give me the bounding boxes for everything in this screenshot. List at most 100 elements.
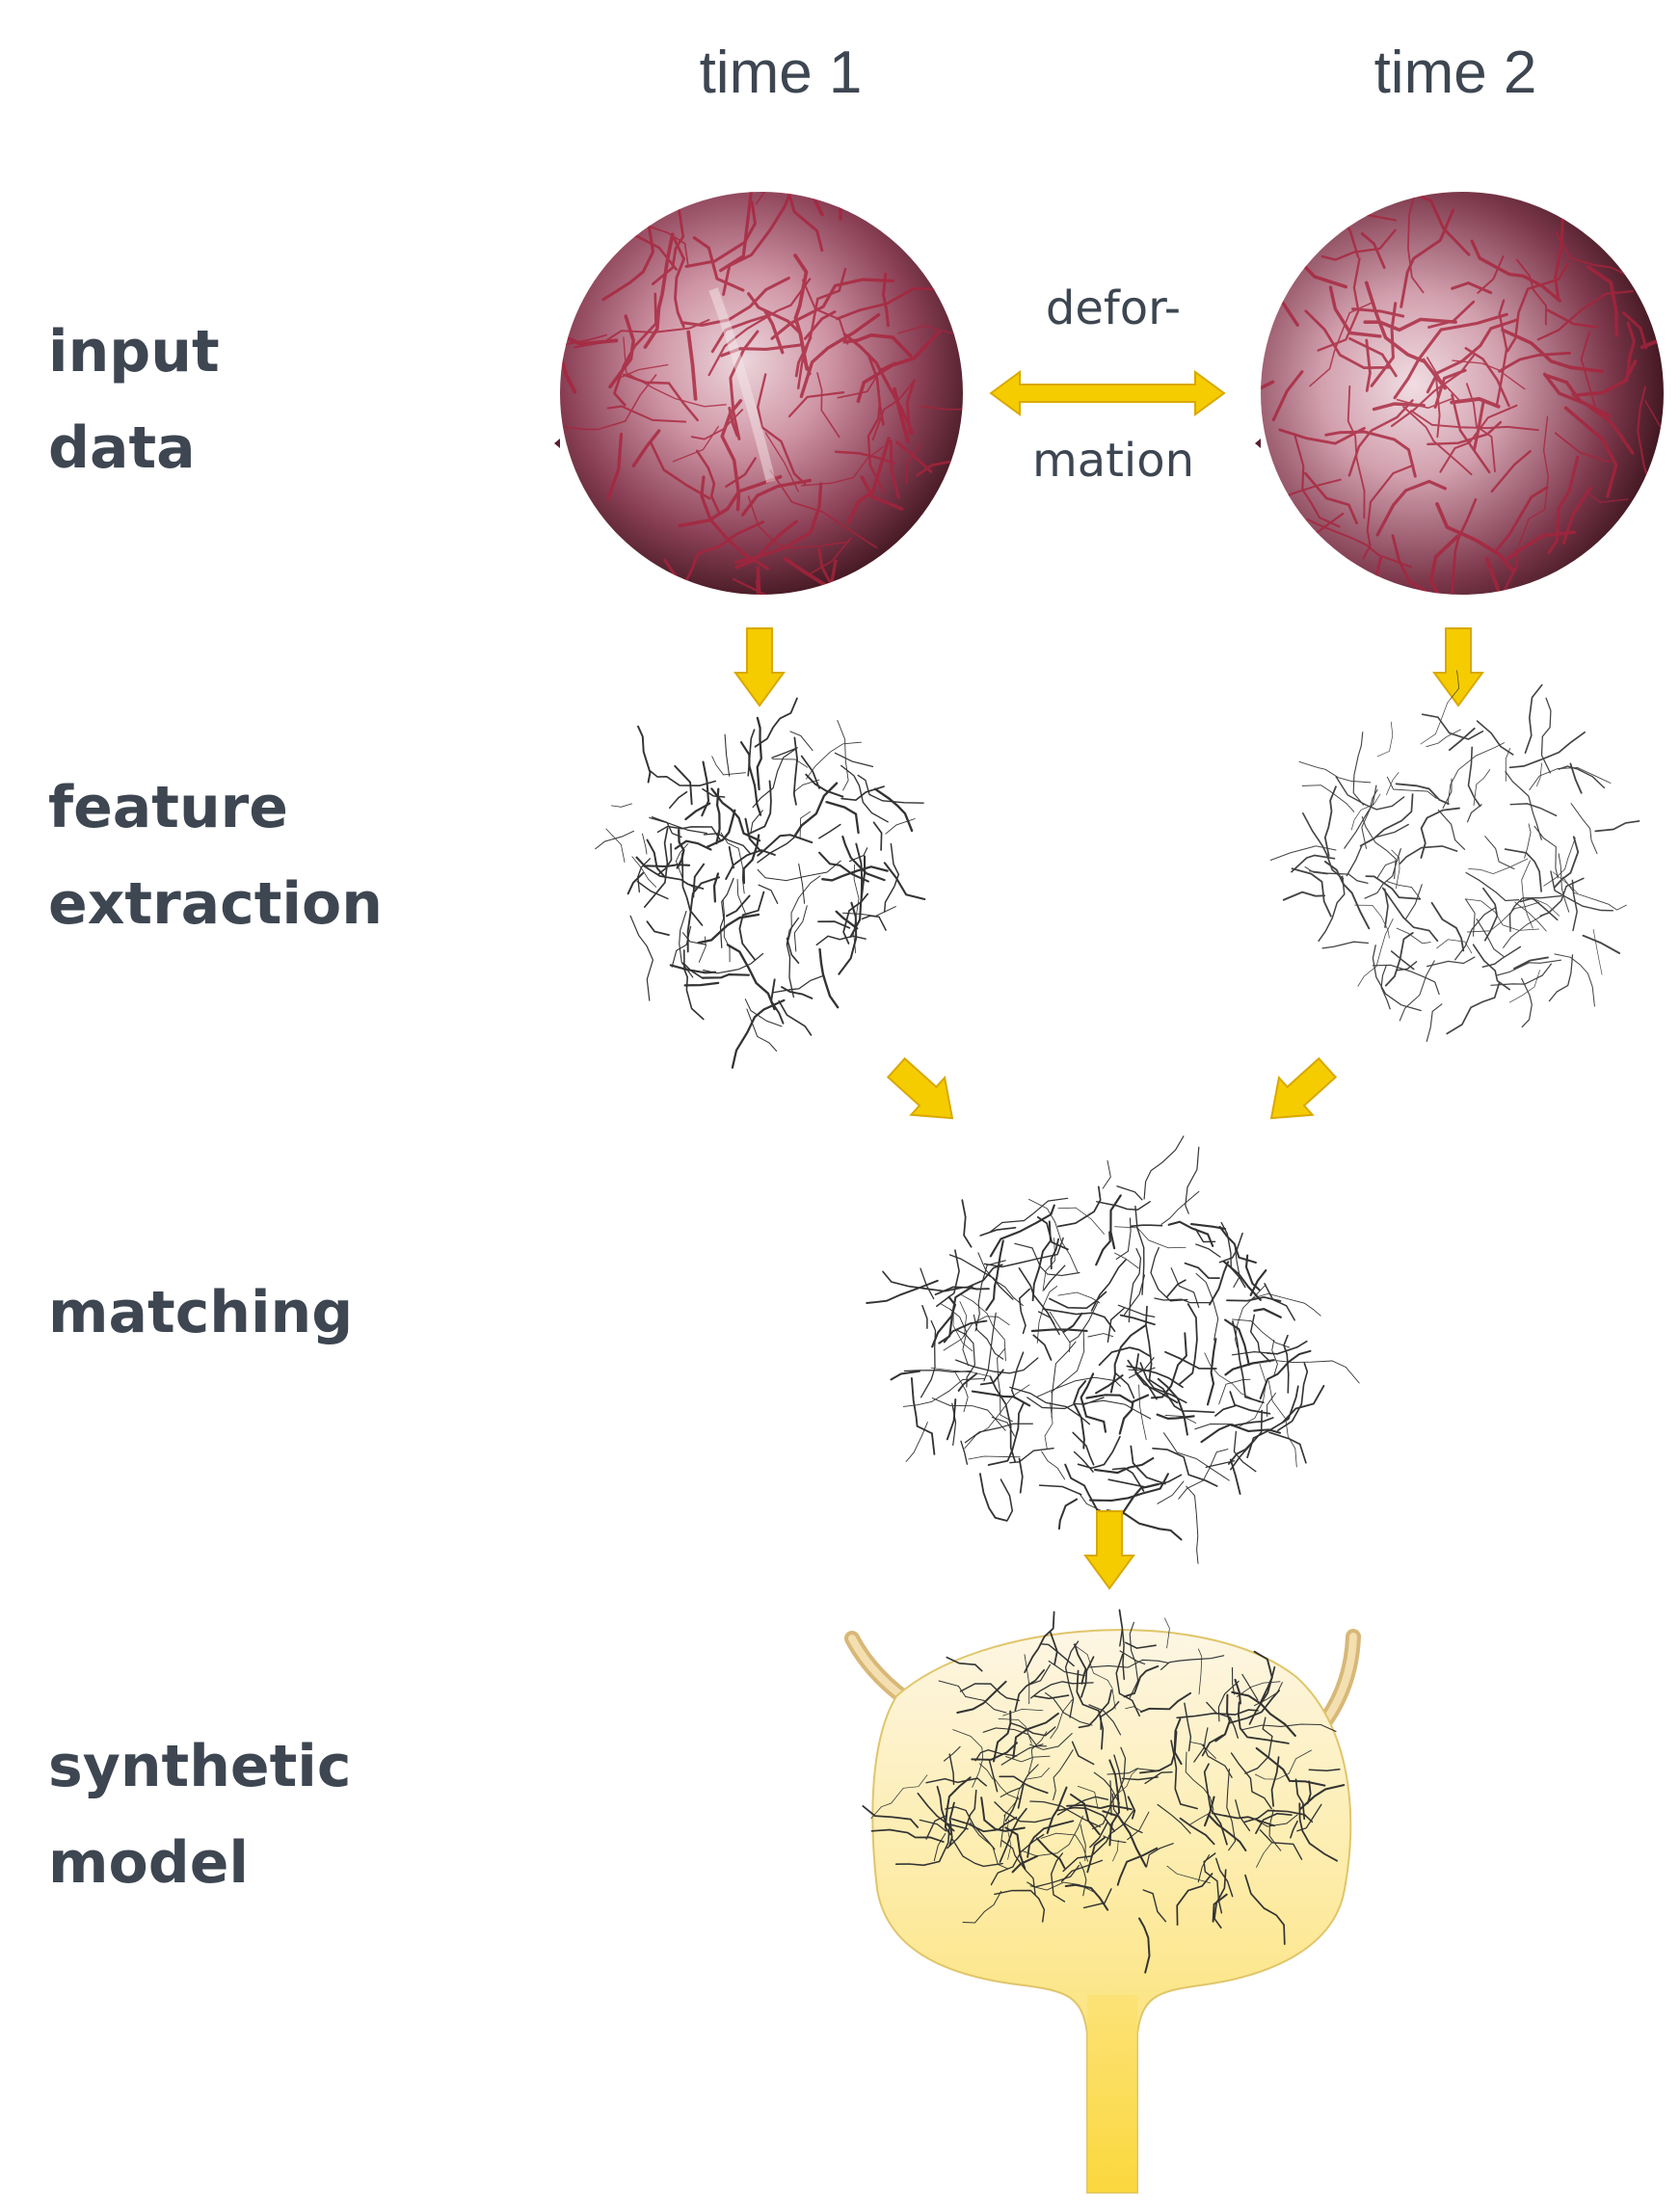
matched-stroke (943, 1319, 988, 1344)
bladder-vessel-stroke (1142, 1889, 1167, 1923)
bladder-vessel-stroke (870, 1828, 945, 1843)
matched-stroke (1229, 1458, 1241, 1495)
column-heading-time-2: time 2 (1373, 40, 1537, 106)
feature-stroke (798, 863, 806, 904)
feature-stroke (787, 875, 821, 945)
vessel-line (1309, 301, 1373, 387)
matched-stroke (1119, 1314, 1156, 1326)
matched-stroke (903, 1370, 973, 1373)
feature-stroke (757, 834, 813, 857)
vessel-line (1400, 208, 1455, 308)
vessel-line (686, 330, 698, 401)
feature-stroke (1420, 807, 1460, 859)
vessel-line (560, 374, 657, 431)
vessel-line (1492, 486, 1549, 555)
bladder-vessel-stroke (1073, 1644, 1116, 1710)
vessel-line (1561, 486, 1592, 546)
vessel-line (1396, 397, 1454, 410)
vessel-line (1360, 232, 1386, 269)
feature-stroke (706, 809, 736, 849)
matched-stroke (1069, 1300, 1099, 1344)
bladder-vessel-stroke (1125, 1706, 1142, 1712)
vessel-line (678, 474, 783, 528)
vessel-line (796, 267, 847, 390)
feature-stroke (841, 835, 886, 882)
matched-stroke (1130, 1224, 1163, 1228)
feature-stroke (720, 832, 745, 894)
matched-stroke (1164, 1350, 1217, 1370)
matched-stroke (1218, 1232, 1243, 1264)
matched-stroke (968, 1455, 1021, 1460)
feature-stroke (1508, 894, 1562, 933)
bladder-vessel-stroke (1102, 1810, 1147, 1868)
feature-stroke (697, 913, 760, 945)
bladder-vessel-stroke (1193, 1727, 1209, 1763)
matched-stroke (983, 1237, 1064, 1268)
feature-stroke (631, 856, 657, 888)
feature-stroke (1454, 906, 1497, 961)
feature-stroke (736, 879, 747, 916)
bladder-vessel-stroke (979, 1763, 994, 1780)
matched-stroke (1118, 1394, 1150, 1435)
feature-stroke (1442, 778, 1453, 809)
matched-stroke (1109, 1194, 1122, 1250)
bladder-vessel-stroke (1044, 1692, 1093, 1726)
vessel-line (867, 352, 885, 426)
vessel-line (631, 429, 661, 467)
vessel-line (643, 232, 675, 349)
feature-stroke (1484, 836, 1515, 870)
feature-stroke (1524, 683, 1543, 755)
bladder-vessel-stroke (1138, 1730, 1178, 1774)
bladder-vessel-stroke (1029, 1733, 1073, 1750)
matched-stroke (1194, 1228, 1216, 1243)
feature-stroke (725, 894, 751, 918)
bladder-vessel-stroke (925, 1777, 987, 1787)
feature-stroke (1543, 838, 1576, 887)
vessel-line (1410, 410, 1539, 432)
down-arrow-icon (1083, 1510, 1135, 1590)
matched-stroke (1117, 1304, 1156, 1318)
matched-stroke (1111, 1467, 1145, 1492)
matched-stroke (1014, 1242, 1080, 1276)
bladder-vessel-stroke (1244, 1874, 1286, 1945)
feature-stroke (1592, 928, 1603, 975)
feature-stroke (674, 764, 693, 806)
matched-stroke (989, 1375, 1016, 1463)
feature-stroke (792, 779, 820, 793)
matched-stroke (1218, 1225, 1257, 1264)
vessel-line (649, 440, 711, 500)
matched-stroke (951, 1402, 957, 1447)
bladder-vessel-stroke (948, 1753, 955, 1786)
feature-stroke (1430, 901, 1465, 952)
bladder-model (844, 1609, 1361, 2194)
matched-stroke (1283, 1334, 1290, 1394)
matched-stroke (989, 1204, 1055, 1258)
feature-stroke (834, 752, 874, 768)
feature-stroke (1344, 785, 1377, 849)
feature-stroke (1550, 870, 1613, 912)
bladder-vessel-stroke (1082, 1888, 1112, 1909)
feature-stroke (756, 716, 762, 791)
feature-stroke (840, 785, 885, 802)
matched-stroke (1049, 1291, 1107, 1310)
matched-stroke (1235, 1284, 1267, 1348)
feature-stroke (686, 876, 721, 953)
bladder-vessel-stroke (1290, 1820, 1298, 1839)
matched-stroke (1042, 1308, 1116, 1333)
feature-stroke (818, 947, 840, 1009)
vessel-line (882, 273, 890, 328)
feature-stroke (806, 741, 863, 780)
feature-stroke (1372, 945, 1422, 1012)
bladder-vessel-stroke (1184, 1702, 1192, 1752)
feature-stroke (873, 787, 914, 833)
row-label-line: synthetic (48, 1733, 352, 1800)
feature-stroke (1521, 860, 1533, 929)
matched-stroke (1030, 1328, 1088, 1333)
feature-stroke (698, 936, 707, 963)
vessel-line (1426, 357, 1462, 403)
feature-stroke (1420, 670, 1460, 745)
matched-stroke (1268, 1431, 1307, 1464)
matched-stroke (997, 1347, 1013, 1423)
bladder-vessel-stroke (999, 1807, 1027, 1863)
matched-stroke (946, 1398, 957, 1441)
